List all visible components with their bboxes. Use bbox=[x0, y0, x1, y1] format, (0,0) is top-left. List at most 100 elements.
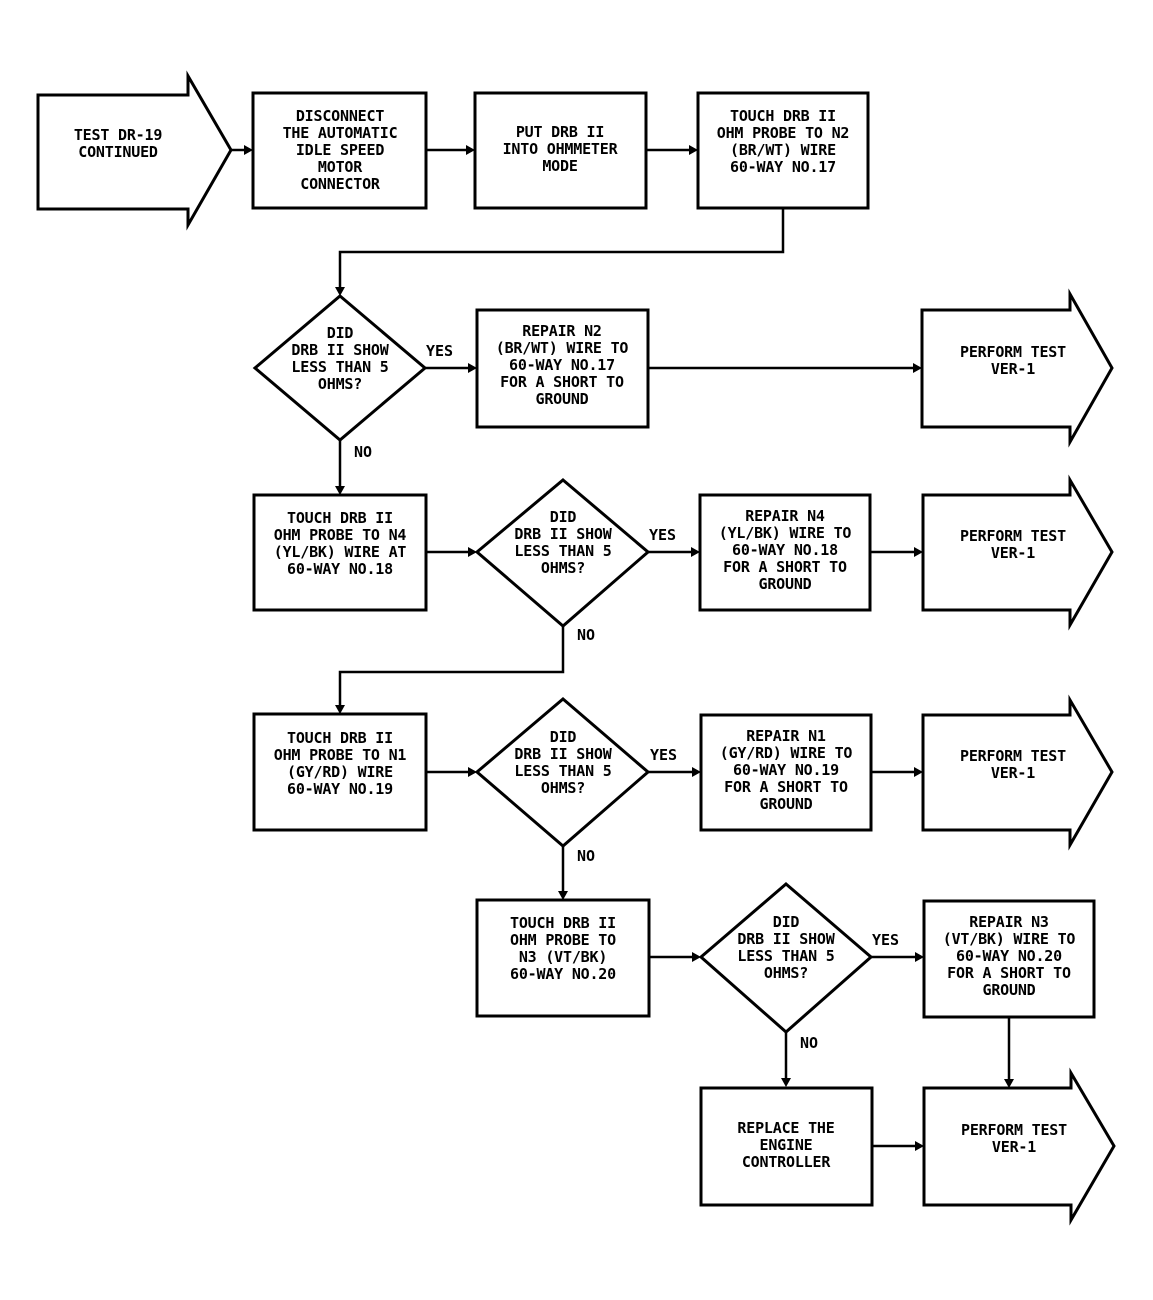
label-line: (VT/BK) WIRE TO bbox=[943, 930, 1076, 948]
label-line: 60-WAY NO.18 bbox=[287, 560, 393, 578]
label-line: DID bbox=[550, 508, 577, 526]
label-line: PUT DRB II bbox=[516, 123, 604, 141]
label-line: REPAIR N1 bbox=[746, 727, 826, 745]
label-line: DID bbox=[327, 324, 354, 342]
label-line: LESS THAN 5 bbox=[514, 762, 611, 780]
label-line: VER-1 bbox=[992, 1138, 1036, 1156]
label-line: TOUCH DRB II bbox=[730, 107, 836, 125]
label-line: FOR A SHORT TO bbox=[724, 778, 848, 796]
label-line: (YL/BK) WIRE AT bbox=[274, 543, 407, 561]
label-line: IDLE SPEED bbox=[296, 141, 384, 159]
label-line: FOR A SHORT TO bbox=[500, 373, 624, 391]
label-line: TOUCH DRB II bbox=[287, 509, 393, 527]
label-line: LESS THAN 5 bbox=[514, 542, 611, 560]
no-label: NO bbox=[577, 626, 595, 644]
label-line: OHM PROBE TO N4 bbox=[274, 526, 407, 544]
label-line: OHM PROBE TO N1 bbox=[274, 746, 407, 764]
label-line: DRB II SHOW bbox=[737, 930, 835, 948]
label-line: LESS THAN 5 bbox=[737, 947, 834, 965]
label-line: (YL/BK) WIRE TO bbox=[719, 524, 852, 542]
label-line: REPLACE THE bbox=[737, 1119, 834, 1137]
label-line: OHMS? bbox=[764, 964, 808, 982]
no-label: NO bbox=[577, 847, 595, 865]
label-line: DISCONNECT bbox=[296, 107, 384, 125]
label-line: 60-WAY NO.19 bbox=[733, 761, 839, 779]
label-line: MOTOR bbox=[318, 158, 363, 176]
label-line: (GY/RD) WIRE bbox=[287, 763, 393, 781]
yes-label: YES bbox=[650, 746, 677, 764]
label-line: TEST DR-19 bbox=[74, 126, 162, 144]
yes-label: YES bbox=[872, 931, 899, 949]
label-line: CONTROLLER bbox=[742, 1153, 831, 1171]
label-line: 60-WAY NO.19 bbox=[287, 780, 393, 798]
no-label: NO bbox=[354, 443, 372, 461]
label-line: 60-WAY NO.18 bbox=[732, 541, 838, 559]
label-line: OHM PROBE TO bbox=[510, 931, 616, 949]
label-line: DID bbox=[773, 913, 800, 931]
label-line: CONNECTOR bbox=[300, 175, 381, 193]
label-line: TOUCH DRB II bbox=[510, 914, 616, 932]
yes-label: YES bbox=[426, 342, 453, 360]
label-line: DRB II SHOW bbox=[514, 525, 612, 543]
label-line: PERFORM TEST bbox=[961, 1121, 1067, 1139]
label-line: 60-WAY NO.20 bbox=[510, 965, 616, 983]
label-line: OHMS? bbox=[318, 375, 362, 393]
label-line: REPAIR N2 bbox=[522, 322, 601, 340]
label-line: 60-WAY NO.17 bbox=[730, 158, 836, 176]
label-line: INTO OHMMETER bbox=[503, 140, 619, 158]
label-line: THE AUTOMATIC bbox=[283, 124, 398, 142]
label-line: (GY/RD) WIRE TO bbox=[720, 744, 853, 762]
label-line: DRB II SHOW bbox=[514, 745, 612, 763]
label-line: OHM PROBE TO N2 bbox=[717, 124, 849, 142]
label-line: CONTINUED bbox=[78, 143, 158, 161]
label-line: TOUCH DRB II bbox=[287, 729, 393, 747]
label-line: MODE bbox=[542, 157, 577, 175]
no-label: NO bbox=[800, 1034, 818, 1052]
label-line: 60-WAY NO.17 bbox=[509, 356, 615, 374]
yes-label: YES bbox=[649, 526, 676, 544]
label-line: PERFORM TEST bbox=[960, 527, 1066, 545]
label-line: N3 (VT/BK) bbox=[519, 948, 607, 966]
label-line: OHMS? bbox=[541, 559, 585, 577]
label-line: PERFORM TEST bbox=[960, 343, 1066, 361]
label-line: VER-1 bbox=[991, 764, 1035, 782]
label-line: ENGINE bbox=[760, 1136, 813, 1154]
